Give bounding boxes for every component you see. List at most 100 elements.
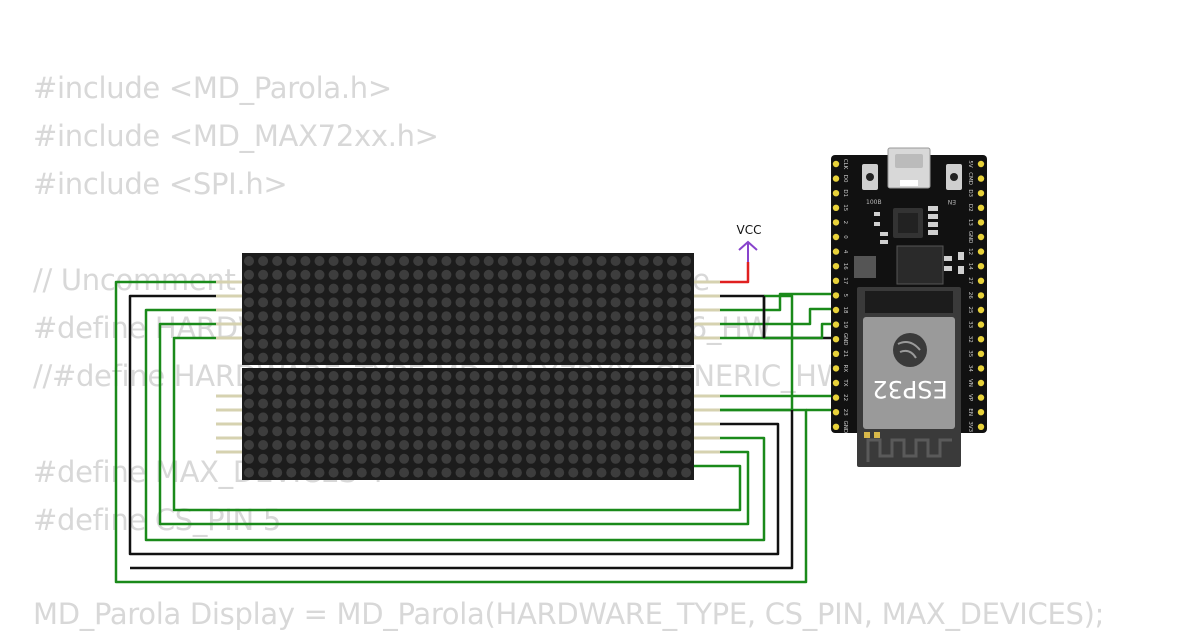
led-dot bbox=[582, 426, 593, 437]
board-pin[interactable] bbox=[977, 365, 985, 372]
wire-black-bottom[interactable] bbox=[130, 410, 794, 570]
led-dot bbox=[667, 440, 677, 450]
board-pin[interactable] bbox=[832, 204, 840, 211]
board-pin[interactable] bbox=[977, 306, 985, 314]
led-dot bbox=[540, 467, 551, 478]
led-dot bbox=[258, 467, 269, 478]
led-dot bbox=[610, 426, 621, 437]
board-pin[interactable] bbox=[832, 423, 840, 430]
led-dot bbox=[667, 453, 677, 464]
board-pin[interactable] bbox=[977, 292, 985, 299]
board-pin[interactable] bbox=[832, 263, 840, 270]
led-dot bbox=[427, 467, 438, 478]
led-dot bbox=[300, 371, 311, 381]
led-dot bbox=[596, 325, 607, 335]
led-dot bbox=[681, 256, 692, 266]
board-pin[interactable] bbox=[832, 233, 840, 241]
board-pin[interactable] bbox=[977, 219, 985, 226]
board-pin[interactable] bbox=[832, 336, 840, 343]
led-dot bbox=[568, 371, 579, 381]
board-pin[interactable] bbox=[832, 219, 840, 226]
wire-left-clk[interactable] bbox=[172, 336, 742, 512]
board-pin[interactable] bbox=[832, 277, 840, 284]
led-dot bbox=[511, 256, 522, 266]
board-pin[interactable] bbox=[832, 394, 840, 401]
wire-lower-r2[interactable] bbox=[694, 294, 794, 412]
board-pin[interactable] bbox=[832, 175, 840, 182]
led-dot bbox=[610, 311, 621, 322]
board-pin-label: TX bbox=[842, 378, 848, 386]
board-pin[interactable] bbox=[977, 263, 985, 270]
led-dot bbox=[638, 297, 649, 308]
board-pin[interactable] bbox=[832, 350, 840, 357]
led-dot bbox=[667, 325, 677, 335]
led-dot bbox=[624, 426, 635, 437]
led-dot bbox=[399, 256, 410, 266]
board-pin[interactable] bbox=[832, 321, 840, 328]
led-dot bbox=[483, 412, 494, 423]
led-dot bbox=[667, 311, 677, 322]
led-dot bbox=[455, 325, 466, 335]
led-dot bbox=[399, 398, 410, 409]
wire-lower-r6[interactable] bbox=[114, 280, 808, 584]
led-dot bbox=[399, 311, 410, 322]
board-pin[interactable] bbox=[977, 160, 985, 168]
board-pin[interactable] bbox=[977, 190, 985, 197]
led-dot bbox=[441, 325, 452, 335]
led-matrix-lower[interactable] bbox=[216, 368, 720, 480]
led-dot bbox=[328, 440, 339, 450]
led-dot bbox=[455, 412, 466, 423]
wire-cs-upper[interactable] bbox=[694, 307, 834, 326]
led-dot bbox=[568, 352, 579, 363]
board-pin[interactable] bbox=[977, 423, 985, 430]
board-pin[interactable] bbox=[977, 409, 985, 416]
led-dot bbox=[667, 297, 677, 308]
board-pin[interactable] bbox=[832, 190, 840, 197]
board-pin[interactable] bbox=[832, 379, 840, 387]
led-dot bbox=[596, 311, 607, 322]
wire-lower-r4[interactable] bbox=[144, 308, 766, 542]
board-pin[interactable] bbox=[832, 365, 840, 372]
led-dot bbox=[328, 384, 339, 395]
led-dot bbox=[441, 384, 452, 395]
board-pin[interactable] bbox=[832, 160, 840, 168]
led-dot bbox=[667, 467, 677, 478]
board-pin[interactable] bbox=[832, 292, 840, 299]
board-pin[interactable] bbox=[977, 277, 985, 284]
board-pin[interactable] bbox=[832, 409, 840, 416]
led-dot bbox=[370, 283, 381, 294]
led-dot bbox=[272, 311, 283, 322]
led-dot bbox=[652, 426, 663, 437]
led-dot bbox=[258, 384, 269, 395]
led-dot bbox=[286, 283, 297, 294]
antenna-icon bbox=[866, 438, 952, 462]
board-pin[interactable] bbox=[832, 306, 840, 314]
wire-din-upper[interactable] bbox=[694, 292, 834, 312]
led-dot bbox=[483, 338, 494, 349]
board-pin[interactable] bbox=[977, 350, 985, 357]
led-dot bbox=[258, 398, 269, 409]
led-dot bbox=[441, 283, 452, 294]
board-pin[interactable] bbox=[977, 336, 985, 343]
board-pin[interactable] bbox=[977, 233, 985, 241]
led-dot bbox=[554, 398, 565, 409]
wire-clk-upper[interactable] bbox=[694, 322, 834, 340]
code-line-12: MD_Parola Display = MD_Parola(HARDWARE_T… bbox=[33, 597, 1105, 631]
board-pin[interactable] bbox=[832, 248, 840, 255]
esp32-board[interactable]: 100B EN ESP32 CLKD0D115204161751819GND21… bbox=[831, 147, 987, 467]
board-pin[interactable] bbox=[977, 248, 985, 255]
board-pin[interactable] bbox=[977, 175, 985, 182]
board-pin[interactable] bbox=[977, 204, 985, 211]
wire-lower-r3[interactable] bbox=[128, 294, 780, 556]
wire-vcc[interactable] bbox=[694, 262, 750, 284]
led-dot bbox=[497, 311, 508, 322]
board-pin[interactable] bbox=[977, 394, 985, 401]
led-dot bbox=[455, 426, 466, 437]
board-pin-label: 25 bbox=[967, 307, 973, 314]
led-matrix-upper[interactable] bbox=[216, 253, 720, 365]
board-pin[interactable] bbox=[977, 321, 985, 328]
board-pin[interactable] bbox=[977, 379, 985, 387]
led-dot bbox=[342, 440, 353, 450]
wire-lower-r5[interactable] bbox=[158, 322, 750, 526]
